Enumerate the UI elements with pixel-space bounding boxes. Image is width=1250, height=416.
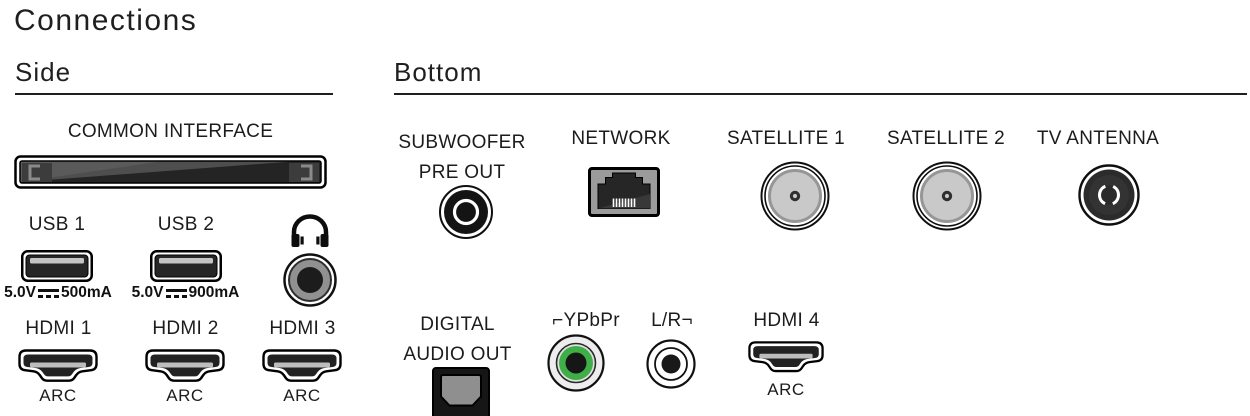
usb1-voltage: 5.0V (4, 284, 37, 301)
side-section-rule (15, 93, 333, 95)
usb1-label: USB 1 (28, 214, 86, 235)
satellite-connector-icon (911, 160, 983, 232)
network-label: NETWORK (571, 128, 671, 149)
digital-audio-out-label: DIGITAL AUDIO OUT (385, 310, 530, 370)
hdmi4-label: HDMI 4 (753, 310, 820, 331)
hdmi1-label: HDMI 1 (25, 318, 92, 339)
dc-symbol-icon (38, 288, 60, 299)
hdmi-port-icon (145, 349, 225, 387)
hdmi4-arc-label: ARC (767, 380, 805, 399)
usb-port-icon (150, 250, 222, 282)
hdmi2-arc-label: ARC (166, 386, 204, 405)
bottom-section-heading: Bottom (394, 57, 483, 87)
satellite2-label: SATELLITE 2 (886, 128, 1006, 149)
dc-symbol-icon (165, 288, 187, 299)
tv-antenna-label: TV ANTENNA (1036, 128, 1160, 149)
usb1-power-rating: 5.0V 500mA (0, 284, 116, 302)
common-interface-label: COMMON INTERFACE (67, 121, 274, 142)
hdmi3-label: HDMI 3 (269, 318, 336, 339)
subwoofer-label: SUBWOOFER PRE OUT (386, 128, 538, 188)
satellite-connector-icon (759, 160, 831, 232)
subwoofer-rca-jack-icon (438, 184, 494, 240)
page-title: Connections (14, 4, 198, 37)
usb2-current: 900mA (188, 284, 240, 301)
digital-audio-out-label-line1: DIGITAL (420, 314, 495, 335)
subwoofer-label-line1: SUBWOOFER (398, 132, 526, 153)
toslink-port-icon (432, 367, 490, 416)
side-section-heading: Side (15, 57, 72, 87)
usb-port-icon (21, 250, 93, 282)
hdmi2-label: HDMI 2 (152, 318, 219, 339)
hdmi-port-icon (18, 349, 98, 387)
hdmi3-arc-label: ARC (283, 386, 321, 405)
usb2-label: USB 2 (157, 214, 215, 235)
usb1-current: 500mA (61, 284, 112, 301)
usb2-voltage: 5.0V (131, 284, 164, 301)
usb2-power-rating: 5.0V 900mA (126, 284, 245, 302)
ypbpr-label: ⌐YPbPr (552, 310, 620, 331)
common-interface-slot-icon (14, 155, 327, 189)
ethernet-port-icon (588, 167, 660, 217)
hdmi-port-icon (262, 349, 342, 387)
headphones-icon (289, 213, 331, 249)
subwoofer-label-line2: PRE OUT (418, 162, 506, 183)
digital-audio-out-label-line2: AUDIO OUT (403, 344, 512, 365)
bottom-section-rule (394, 93, 1247, 95)
antenna-connector-icon (1077, 163, 1141, 227)
headphone-jack-icon (282, 252, 338, 308)
hdmi1-arc-label: ARC (39, 386, 77, 405)
lr-audio-label: L/R¬ (651, 310, 693, 331)
lr-rca-jack-icon (645, 338, 697, 390)
satellite1-label: SATELLITE 1 (726, 128, 846, 149)
ypbpr-rca-jack-icon (546, 333, 606, 393)
hdmi-port-icon (748, 340, 824, 378)
